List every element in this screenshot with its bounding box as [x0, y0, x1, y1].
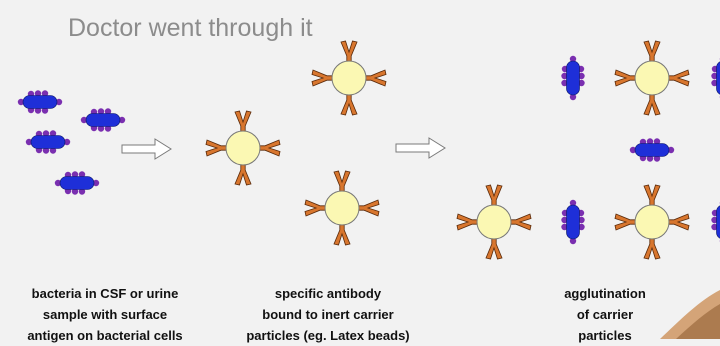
- process-arrow: [122, 139, 171, 159]
- caption-line: antigen on bacterial cells: [10, 325, 200, 346]
- caption-antibody: specific antibody bound to inert carrier…: [228, 283, 428, 346]
- bacteria-group: [18, 90, 125, 194]
- process-arrow: [396, 138, 445, 158]
- bacterium: [711, 200, 720, 244]
- caption-agglutination: agglutination of carrier particles: [520, 283, 690, 346]
- bacterium: [81, 108, 125, 131]
- bacterium: [26, 130, 70, 153]
- slide-title: Doctor went through it: [68, 14, 313, 43]
- caption-line: specific antibody: [228, 283, 428, 304]
- bacterium: [561, 56, 584, 100]
- antibody-bead: [457, 185, 531, 259]
- bacterium: [18, 90, 62, 113]
- antibody-beads-group: [206, 41, 386, 245]
- bacterium: [55, 171, 99, 194]
- caption-line: particles: [520, 325, 690, 346]
- antibody-bead: [615, 41, 689, 115]
- antibody-bead: [312, 41, 386, 115]
- antibody-bead: [615, 185, 689, 259]
- antibody-bead: [206, 111, 280, 185]
- bacterium: [630, 138, 674, 161]
- caption-line: of carrier: [520, 304, 690, 325]
- caption-line: bound to inert carrier: [228, 304, 428, 325]
- bacterium: [561, 200, 584, 244]
- antibody-bead: [305, 171, 379, 245]
- caption-line: bacteria in CSF or urine: [10, 283, 200, 304]
- caption-line: sample with surface: [10, 304, 200, 325]
- caption-line: particles (eg. Latex beads): [228, 325, 428, 346]
- caption-line: agglutination: [520, 283, 690, 304]
- caption-bacteria: bacteria in CSF or urine sample with sur…: [10, 283, 200, 346]
- bacterium: [711, 56, 720, 100]
- agglutination-lattice: [457, 41, 720, 259]
